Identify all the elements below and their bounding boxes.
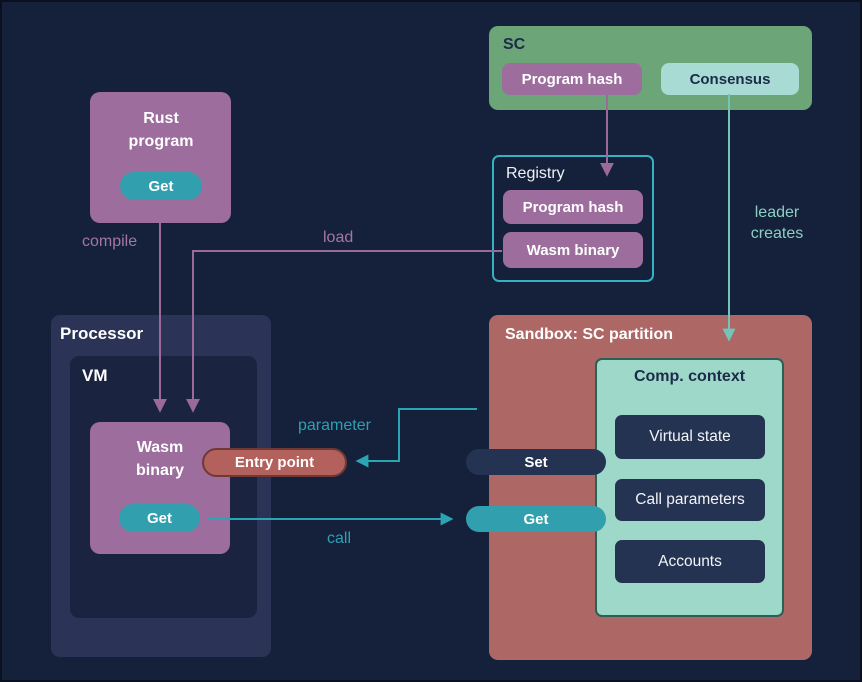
- rust-program-title: Rust program: [128, 110, 194, 150]
- node-registry: Registry Program hash Wasm binary: [492, 155, 654, 282]
- sandbox-set-button: Set: [466, 449, 606, 475]
- edge-label-leader-creates: leader creates: [750, 204, 804, 242]
- registry-title: Registry: [506, 165, 565, 182]
- entry-point-pill: Entry point: [202, 448, 347, 477]
- rust-program-get-button: Get: [120, 172, 202, 200]
- node-processor: Processor VM Wasm binary Get: [51, 315, 271, 657]
- comp-context-item-virtual-state: Virtual state: [615, 415, 765, 459]
- processor-title: Processor: [60, 324, 144, 343]
- edge-label-call: call: [327, 530, 352, 547]
- registry-wasm-binary-button: Wasm binary: [503, 232, 643, 268]
- edge-label-compile: compile: [82, 233, 138, 250]
- node-comp-context: Comp. context Virtual state Call paramet…: [595, 358, 784, 617]
- node-sandbox: Sandbox: SC partition Comp. context Virt…: [489, 315, 812, 660]
- wasm-binary-get-button: Get: [119, 504, 200, 532]
- sc-program-hash-button: Program hash: [502, 63, 642, 95]
- node-vm: VM Wasm binary Get: [70, 356, 257, 618]
- node-sc: SC Program hash Consensus: [489, 26, 812, 110]
- comp-context-item-call-parameters: Call parameters: [615, 479, 765, 521]
- sandbox-get-button: Get: [466, 506, 606, 532]
- node-rust-program: Rust program Get: [90, 92, 231, 223]
- sandbox-title: Sandbox: SC partition: [505, 326, 673, 343]
- sc-title: SC: [503, 36, 526, 53]
- node-wasm-binary: Wasm binary Get: [90, 422, 230, 554]
- comp-context-title: Comp. context: [633, 368, 746, 385]
- sc-consensus-button: Consensus: [661, 63, 799, 95]
- edge-parameter-line: [355, 408, 477, 468]
- wasm-binary-title: Wasm binary: [135, 439, 184, 479]
- edge-label-load: load: [323, 229, 354, 246]
- edge-label-parameter: parameter: [298, 417, 371, 434]
- registry-program-hash-button: Program hash: [503, 190, 643, 224]
- comp-context-item-accounts: Accounts: [615, 540, 765, 583]
- vm-title: VM: [82, 366, 108, 385]
